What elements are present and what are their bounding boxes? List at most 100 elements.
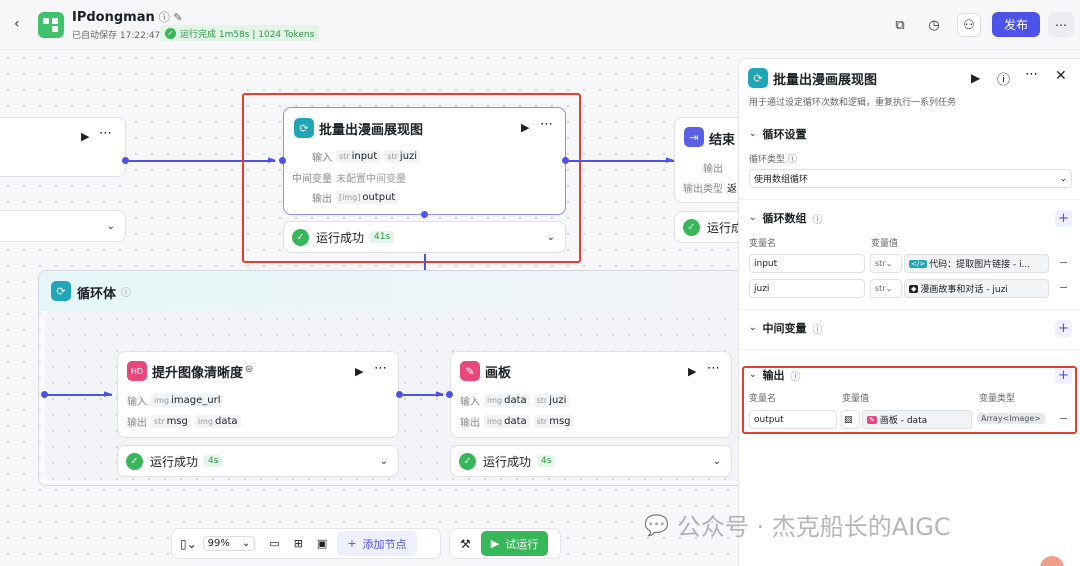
copy-icon[interactable]: ⧉ bbox=[895, 17, 905, 33]
plugin-icon: ⊜ bbox=[245, 364, 254, 375]
more-icon[interactable]: ⋯ bbox=[374, 361, 388, 376]
more-icon[interactable]: ⋯ bbox=[707, 361, 721, 376]
chevron-down-icon[interactable]: ⌄ bbox=[712, 455, 721, 467]
back-icon[interactable]: ‹ bbox=[14, 16, 20, 32]
chevron-down-icon[interactable]: ⌄ bbox=[379, 455, 388, 467]
more-icon[interactable]: ⋯ bbox=[99, 126, 113, 141]
test-run-button[interactable]: ▶试运行 bbox=[480, 531, 549, 556]
edge bbox=[403, 394, 443, 396]
chevron-down-icon[interactable]: ⌄ bbox=[546, 231, 555, 243]
info-icon[interactable]: ⓘ ✎ bbox=[158, 11, 183, 24]
plus-icon: + bbox=[347, 537, 357, 550]
mid-label: 中间变量 bbox=[292, 174, 332, 185]
loop-node-status[interactable]: ✓ 运行成功 41s ⌄ bbox=[283, 221, 566, 253]
add-array-button[interactable]: + bbox=[1055, 210, 1072, 227]
var-name-input[interactable]: input bbox=[749, 254, 865, 273]
output-port[interactable] bbox=[396, 391, 403, 398]
chevron-down-icon: ⌄ bbox=[749, 213, 757, 223]
output-port[interactable] bbox=[562, 157, 569, 164]
start-node-status[interactable]: ⌄ bbox=[0, 210, 126, 242]
canvas-node-status[interactable]: ✓ 运行成功 4s ⌄ bbox=[450, 445, 732, 477]
play-icon: ▶ bbox=[490, 537, 500, 550]
watermark: 💬 公众号 · 杰克船长的AIGC bbox=[644, 512, 951, 542]
start-node[interactable]: ▶ ⋯ bbox=[0, 117, 126, 177]
image-type-icon[interactable]: ▨ bbox=[841, 410, 860, 429]
chevron-down-icon[interactable]: ⌄ bbox=[106, 220, 115, 232]
loop-body-port[interactable] bbox=[421, 211, 428, 218]
help-icon[interactable]: ⓘ bbox=[997, 73, 1011, 88]
info-icon[interactable]: ⓘ bbox=[121, 288, 131, 299]
comment-icon[interactable]: ▭ bbox=[269, 537, 280, 550]
zoom-select[interactable]: 99%⌄ bbox=[202, 536, 256, 551]
duration-badge: 4s bbox=[537, 455, 556, 467]
run-node-icon[interactable]: ▶ bbox=[81, 130, 90, 143]
type-select[interactable]: str⌄ bbox=[870, 254, 902, 273]
edge bbox=[424, 254, 426, 270]
layout-icon[interactable]: ⊞ bbox=[293, 537, 303, 550]
var-value-ref[interactable]: ◆漫画故事和对话 - juzi bbox=[904, 279, 1049, 298]
panel-description: 用于通过设定循环次数和逻辑，重复执行一系列任务 bbox=[749, 98, 957, 108]
output-type-badge: Array<Image> bbox=[977, 413, 1046, 424]
run-node-icon[interactable]: ▶ bbox=[688, 365, 697, 378]
check-icon: ✓ bbox=[165, 27, 176, 39]
minimap-icon[interactable]: ▣ bbox=[316, 537, 328, 550]
more-icon[interactable]: ⋯ bbox=[1025, 67, 1039, 82]
close-icon[interactable]: ✕ bbox=[1055, 68, 1067, 84]
canvas-icon: ✎ bbox=[867, 415, 877, 424]
add-mid-var-button[interactable]: + bbox=[1055, 320, 1072, 337]
info-icon[interactable]: ⓘ bbox=[812, 324, 823, 336]
avatar[interactable] bbox=[1040, 556, 1064, 566]
chevron-down-icon: ⌄ bbox=[1059, 173, 1067, 184]
run-node-icon[interactable]: ▶ bbox=[521, 121, 530, 134]
divider bbox=[739, 309, 1080, 310]
enhance-node-status[interactable]: ✓ 运行成功 4s ⌄ bbox=[117, 445, 399, 477]
collaborator-icon[interactable]: ⚇ bbox=[957, 13, 981, 37]
output-name-input[interactable]: output bbox=[749, 410, 837, 429]
autosave-text: 已自动保存 17:22:47 bbox=[72, 31, 161, 41]
remove-row-button[interactable]: − bbox=[1059, 412, 1069, 425]
remove-row-button[interactable]: − bbox=[1059, 256, 1069, 269]
info-icon[interactable]: ⓘ bbox=[790, 371, 801, 383]
run-node-icon[interactable]: ▶ bbox=[355, 365, 364, 378]
var-value-ref[interactable]: </>代码：提取图片链接 - i... bbox=[904, 254, 1049, 273]
loop-type-select[interactable]: 使用数组循环⌄ bbox=[749, 169, 1072, 188]
wrench-icon[interactable]: ⚒ bbox=[460, 536, 471, 551]
col-value-label: 变量值 bbox=[871, 239, 899, 249]
loop-icon: ⟳ bbox=[51, 281, 71, 301]
remove-row-button[interactable]: − bbox=[1059, 281, 1069, 294]
more-icon[interactable]: ⋯ bbox=[540, 117, 554, 132]
add-output-button[interactable]: + bbox=[1055, 367, 1072, 384]
wechat-icon: 💬 bbox=[644, 512, 669, 537]
output-port[interactable] bbox=[122, 157, 129, 164]
edge bbox=[44, 394, 112, 396]
add-node-button[interactable]: +添加节点 bbox=[337, 531, 417, 556]
mouse-icon[interactable]: ▯⌄ bbox=[180, 536, 197, 551]
info-icon[interactable]: ⓘ bbox=[812, 214, 823, 226]
history-icon[interactable]: ◷ bbox=[928, 17, 940, 33]
run-node-icon[interactable]: ▶ bbox=[971, 71, 981, 85]
var-name-input[interactable]: juzi bbox=[749, 279, 865, 298]
input-port[interactable] bbox=[446, 391, 453, 398]
divider bbox=[739, 199, 1080, 200]
input-port[interactable] bbox=[279, 157, 286, 164]
more-icon[interactable]: ⋯ bbox=[1048, 12, 1074, 37]
publish-button[interactable]: 发布 bbox=[992, 12, 1040, 37]
type-select[interactable]: str⌄ bbox=[870, 279, 902, 298]
loop-body-title: 循环体 bbox=[77, 287, 117, 302]
output-value-ref[interactable]: ✎画板 - data bbox=[862, 410, 972, 429]
loop-settings-header[interactable]: ⌄循环设置 bbox=[749, 128, 807, 141]
